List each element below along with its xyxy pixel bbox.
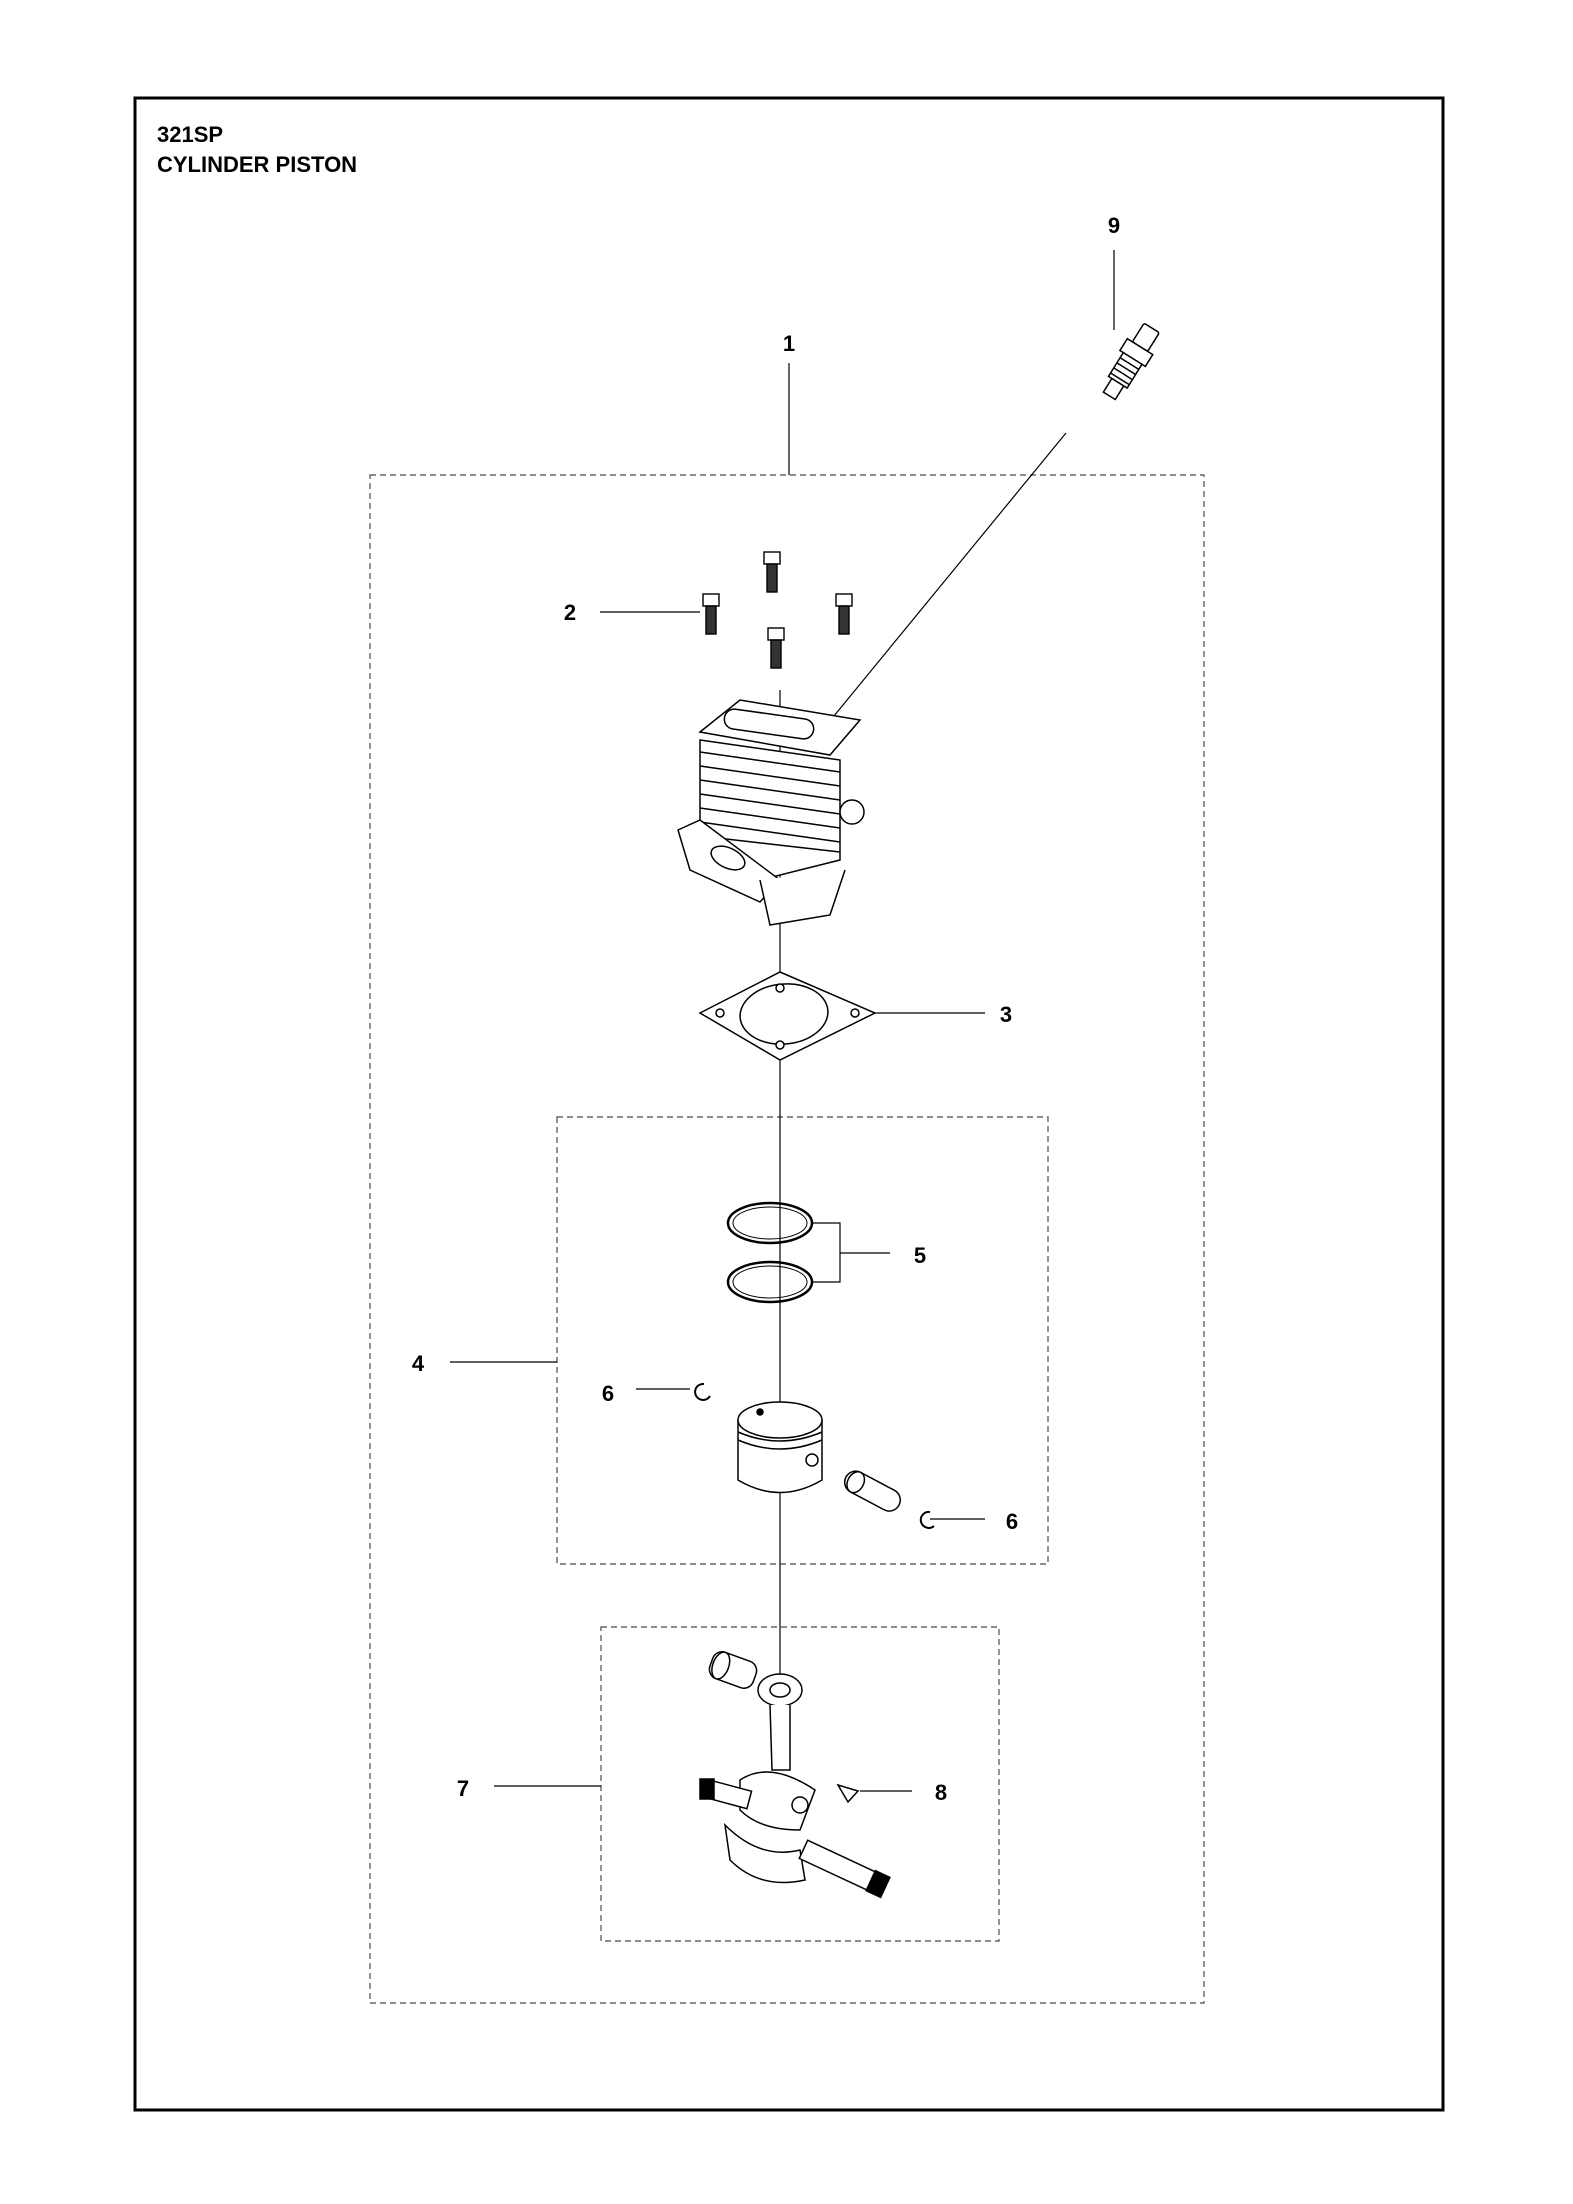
leader-5 xyxy=(812,1222,841,1283)
piston-pin-part xyxy=(843,1470,901,1512)
callout-number-3: 3 xyxy=(1000,1002,1012,1027)
callout-number-6b: 6 xyxy=(1006,1509,1018,1534)
screw-2 xyxy=(702,593,720,635)
spark-plug-part xyxy=(1102,323,1160,401)
callout-number-2: 2 xyxy=(564,600,576,625)
callout-number-1: 1 xyxy=(783,331,795,356)
callout-number-8: 8 xyxy=(935,1780,947,1805)
screw-3 xyxy=(835,593,853,635)
group-box-cylinder xyxy=(369,474,1205,2004)
cylinder-part xyxy=(677,699,865,926)
spark-plug-axis xyxy=(819,432,1067,734)
page-frame xyxy=(133,96,1445,2112)
model-title: 321SP xyxy=(157,122,224,147)
piston-rings-part xyxy=(726,1201,814,1304)
callout-number-7: 7 xyxy=(457,1776,469,1801)
callout-number-4: 4 xyxy=(412,1351,425,1376)
woodruff-key-part xyxy=(836,1783,860,1804)
screw-1 xyxy=(763,551,781,593)
circlips-part xyxy=(694,1382,935,1529)
callout-number-6a: 6 xyxy=(602,1381,614,1406)
cylinder-gasket-part xyxy=(698,971,877,1061)
screw-4 xyxy=(767,627,785,669)
crankshaft-part xyxy=(699,1673,891,1899)
cylinder-screws xyxy=(702,551,853,669)
callout-number-9: 9 xyxy=(1108,213,1120,238)
callout-number-5: 5 xyxy=(914,1243,926,1268)
group-box-piston xyxy=(556,1116,1049,1565)
leader-lines xyxy=(450,250,1115,1792)
section-title: CYLINDER PISTON xyxy=(157,152,358,177)
group-box-crankshaft xyxy=(600,1626,1000,1942)
piston-part xyxy=(737,1401,823,1494)
needle-bearing-part xyxy=(708,1651,758,1689)
